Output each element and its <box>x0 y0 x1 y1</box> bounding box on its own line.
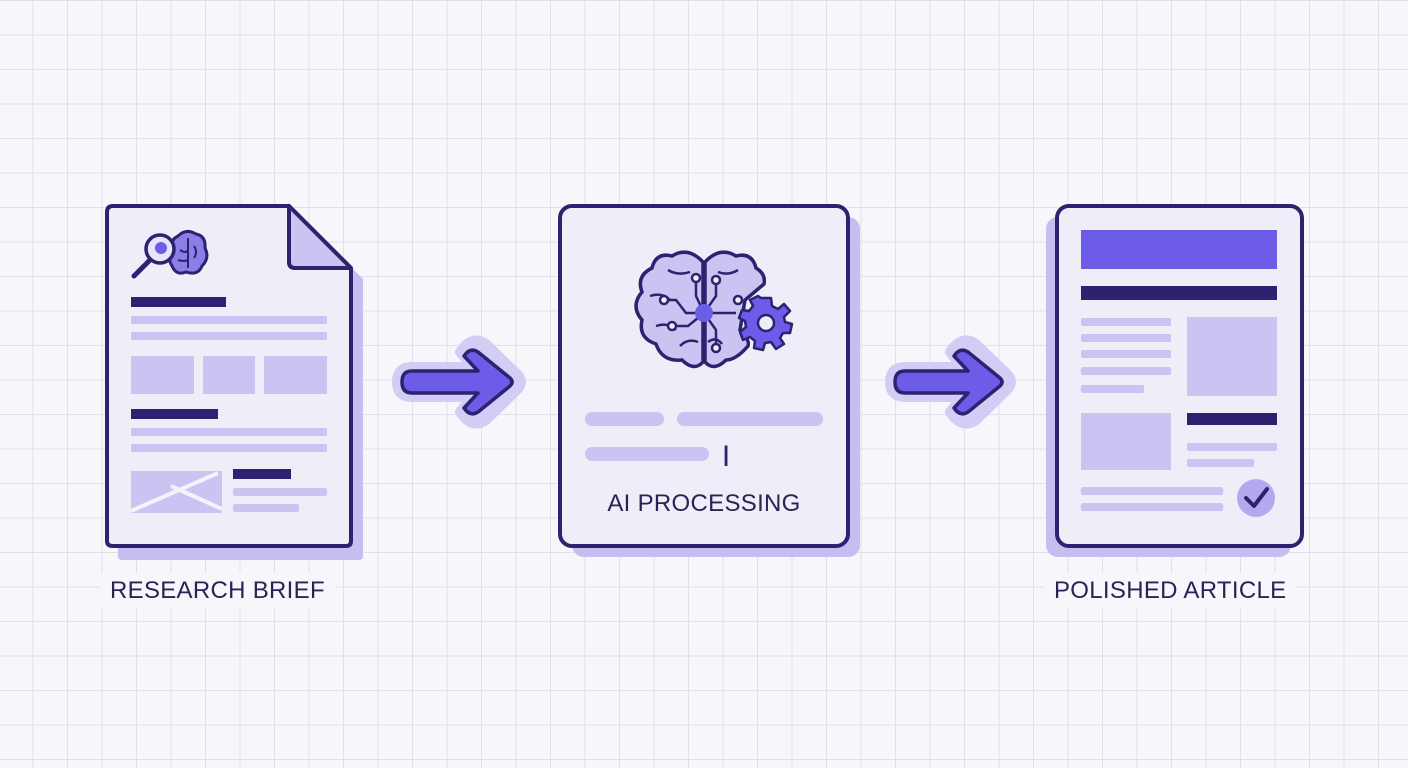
ai-processing-label: AI PROCESSING <box>607 490 800 517</box>
polished-article-document <box>1046 204 1304 557</box>
hero-banner <box>1081 230 1277 269</box>
arrow-right-icon <box>392 335 526 429</box>
image-block <box>203 356 255 394</box>
arrow-right-icon <box>885 335 1016 429</box>
ai-processing-panel: I AI PROCESSING <box>558 204 860 557</box>
circuit-brain-gear-icon <box>634 250 794 369</box>
text-cursor: I <box>722 440 730 473</box>
gear-icon <box>737 294 794 352</box>
image-block <box>264 356 327 394</box>
image-block <box>131 356 194 394</box>
heading-bar <box>233 469 291 479</box>
image-block <box>1187 317 1277 396</box>
heading-bar <box>131 297 226 307</box>
image-placeholder <box>130 471 223 513</box>
checkmark-icon <box>1237 479 1275 517</box>
heading-bar <box>131 409 218 419</box>
headline-bar <box>1081 286 1277 300</box>
polished-article-label: POLISHED ARTICLE <box>1044 573 1297 609</box>
research-brief-document <box>105 204 363 560</box>
subheading-bar <box>1187 413 1277 425</box>
magnifier-brain-icon <box>131 229 209 279</box>
research-brief-label: RESEARCH BRIEF <box>100 573 335 609</box>
image-block <box>1081 413 1171 470</box>
